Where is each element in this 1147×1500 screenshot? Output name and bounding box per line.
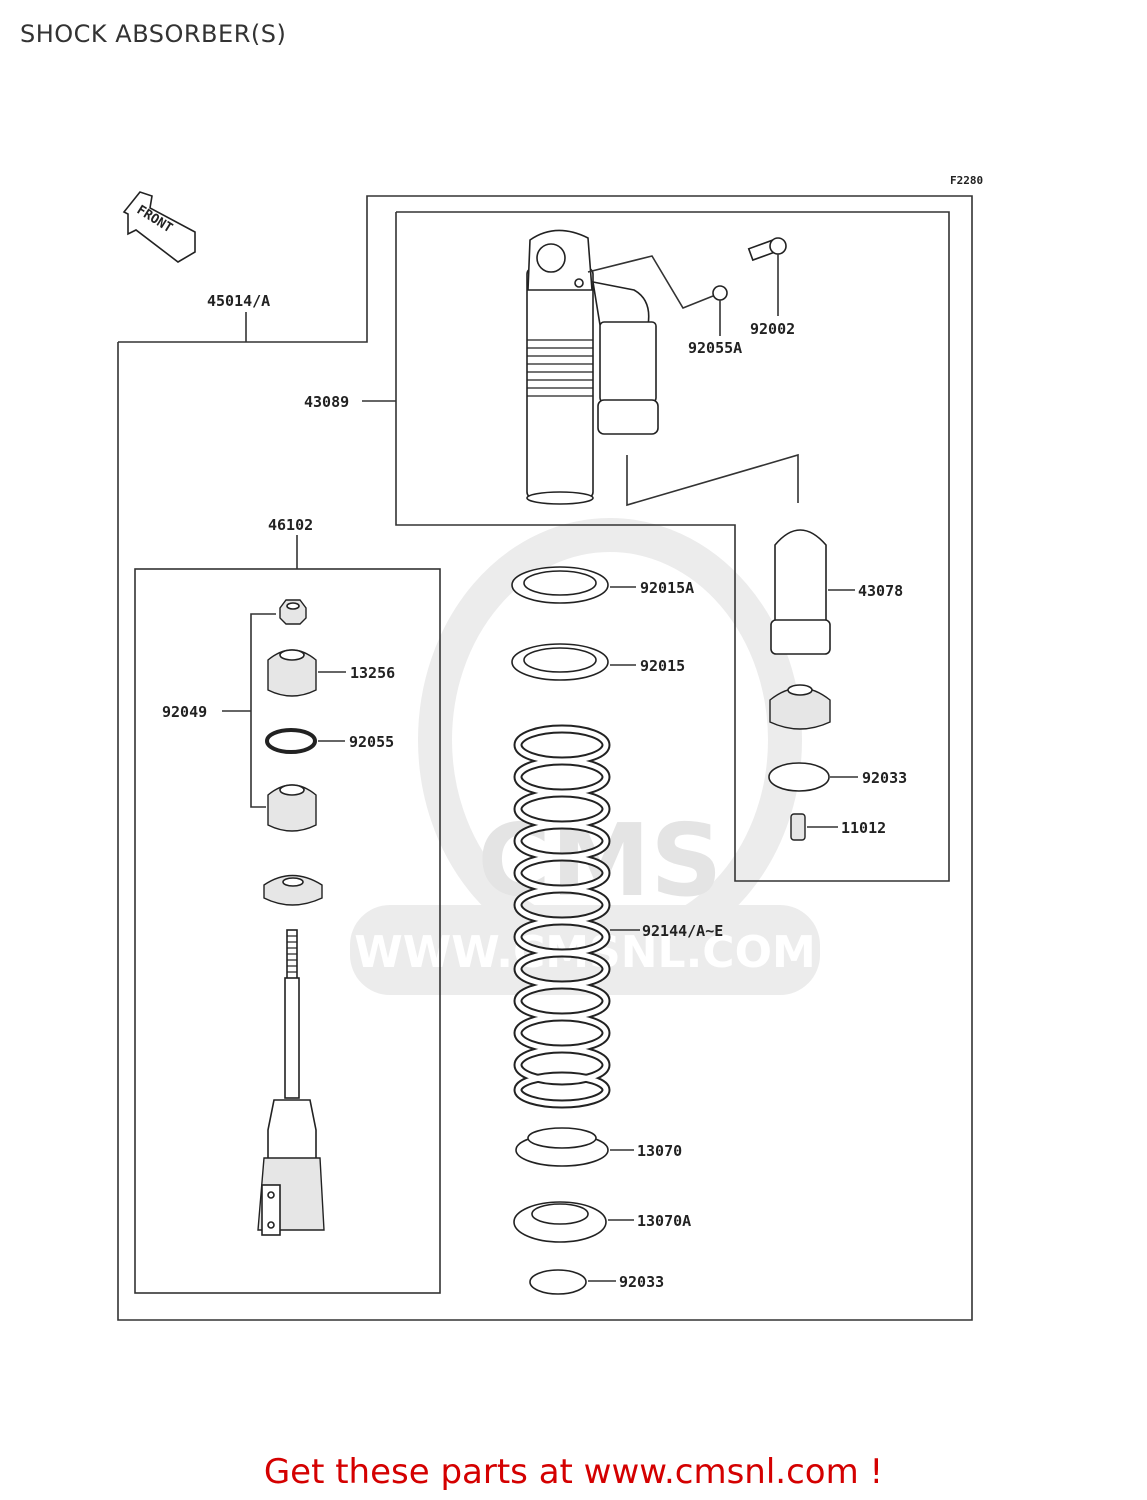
piston-rod-part (257, 929, 325, 1236)
label-43078: 43078 (858, 582, 903, 600)
label-13070A: 13070A (637, 1212, 691, 1230)
bushing-13256 (267, 649, 317, 697)
seat-13070 (515, 1127, 609, 1167)
label-43089: 43089 (304, 393, 349, 411)
label-92002: 92002 (750, 320, 795, 338)
label-45014: 45014/A (207, 292, 270, 310)
seat-13070A (513, 1201, 607, 1243)
cup-part (263, 874, 323, 906)
label-92144: 92144/A~E (642, 922, 723, 940)
label-13070: 13070 (637, 1142, 682, 1160)
assembly-frame-43089 (395, 211, 950, 882)
label-13256: 13256 (350, 664, 395, 682)
label-92015A: 92015A (640, 579, 694, 597)
label-92049: 92049 (162, 703, 207, 721)
label-92015: 92015 (640, 657, 685, 675)
bladder-43078 (770, 529, 831, 655)
circlip-92033-lower (529, 1269, 587, 1295)
front-arrow-icon: FRONT (122, 191, 196, 263)
shock-body-part (526, 229, 659, 505)
nut-92015 (511, 643, 609, 681)
valve-11012 (790, 813, 806, 841)
reservoir-cap-part (769, 684, 831, 730)
promo-link[interactable]: Get these parts at www.cmsnl.com ! (263, 1452, 884, 1492)
figure-ref: F2280 (950, 174, 983, 187)
label-92033-lower: 92033 (619, 1273, 664, 1291)
label-92033-upper: 92033 (862, 769, 907, 787)
label-46102: 46102 (268, 516, 313, 534)
nut-part (279, 599, 307, 625)
label-92055A: 92055A (688, 339, 742, 357)
o-ring-92055 (265, 728, 317, 754)
assembly-frame-45014 (117, 195, 973, 1321)
o-ring-92055A (712, 285, 728, 301)
bolt-92002 (747, 237, 787, 262)
bushing-lower-part (267, 784, 317, 832)
label-11012: 11012 (841, 819, 886, 837)
nut-92015A (511, 566, 609, 604)
circlip-92033-upper (768, 762, 830, 792)
label-92055: 92055 (349, 733, 394, 751)
page-title: SHOCK ABSORBER(S) (20, 20, 287, 48)
assembly-frame-46102 (134, 568, 441, 1294)
